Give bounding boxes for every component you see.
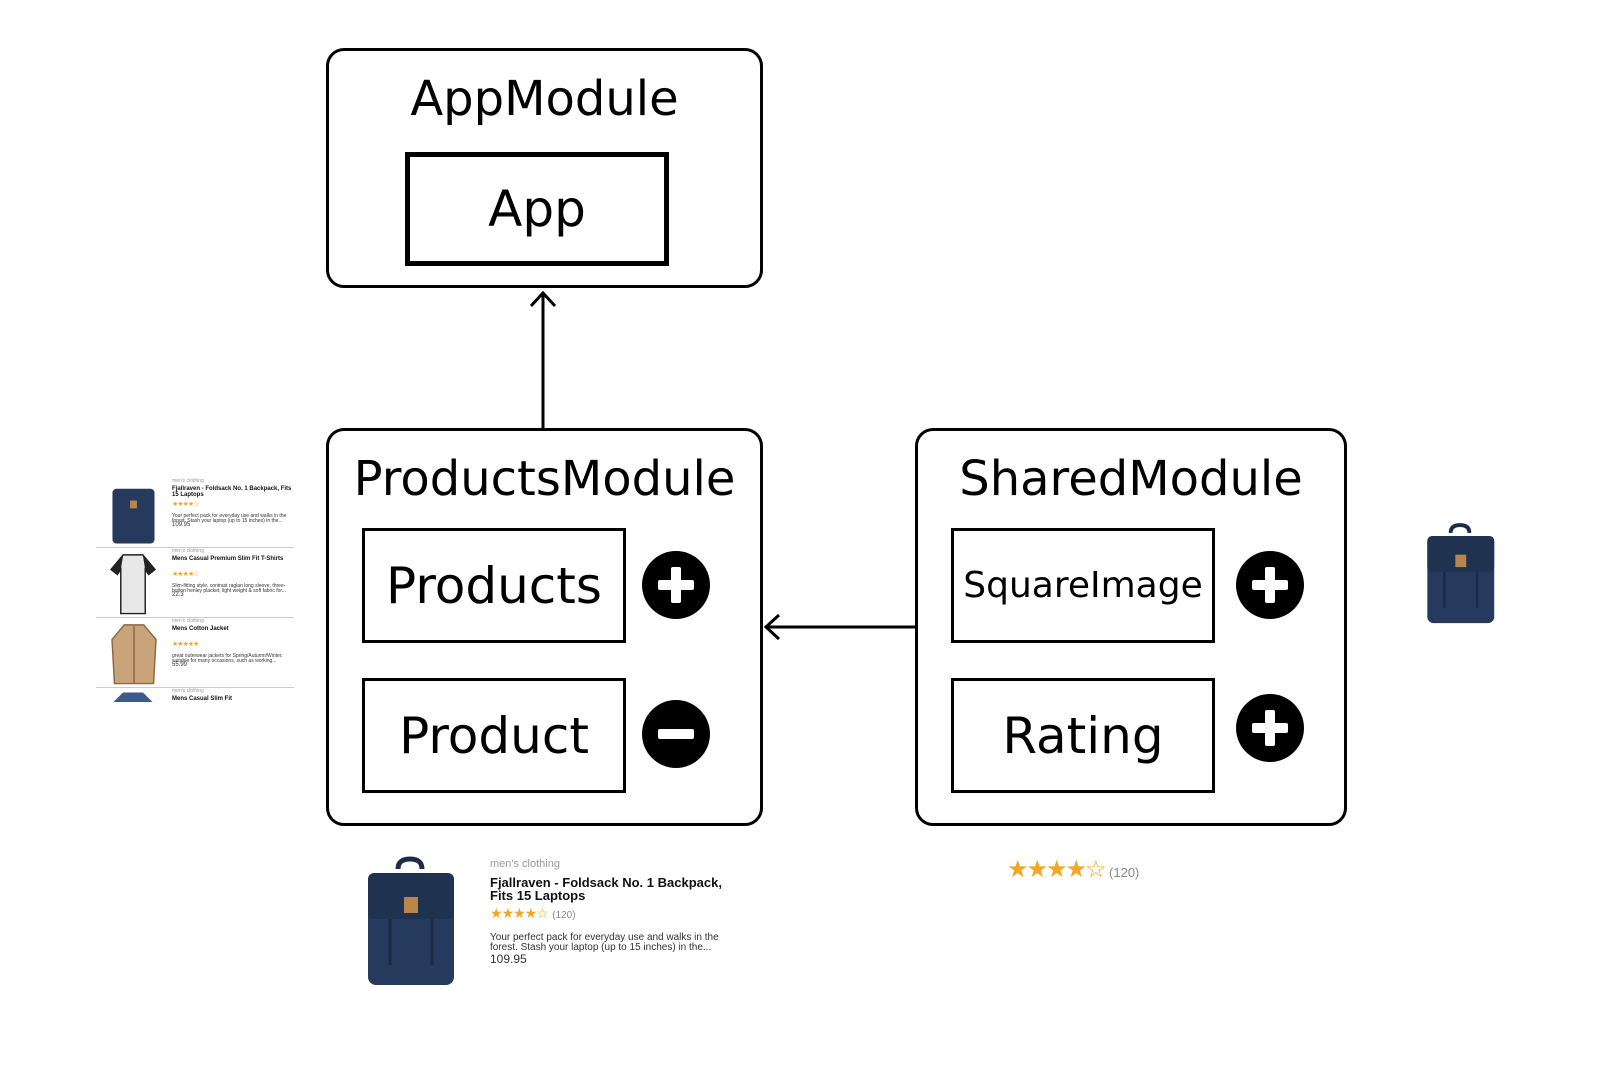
product-category: men's clothing (490, 858, 560, 870)
star-rating-icons: ★★★★☆ (490, 905, 549, 921)
products-module-title: ProductsModule (353, 451, 736, 507)
product-title: Fjallraven - Foldsack No. 1 Backpack, Fi… (490, 875, 722, 903)
list-item: men's clothing Mens Casual Premium Slim … (96, 548, 294, 618)
product-description: Your perfect pack for everyday use and w… (490, 932, 719, 953)
plus-icon (642, 551, 710, 619)
list-item-price: 55.99 (172, 662, 188, 668)
product-component: Product (362, 678, 626, 793)
square-image-component: SquareImage (951, 528, 1215, 643)
list-item-description: great outerwear jackets for Spring/Autum… (172, 653, 283, 664)
product-price: 109.95 (490, 952, 527, 966)
plus-icon (1236, 694, 1304, 762)
backpack-thumbnail (112, 488, 155, 544)
shared-module-title: SharedModule (959, 451, 1303, 507)
products-list-sample: men's clothing Fjallraven - Foldsack No.… (0, 0, 300, 1068)
products-module: ProductsModule Products Product (326, 428, 763, 826)
rating-sample: ★★★★☆ (120) (1007, 855, 1139, 884)
list-item-category: men's clothing (172, 688, 204, 694)
list-item-category: men's clothing (172, 618, 204, 624)
list-item-title: Mens Casual Premium Slim Fit T-Shirts (172, 556, 284, 562)
list-item-category: men's clothing (172, 478, 204, 484)
rating-component: Rating (951, 678, 1215, 793)
product-rating: ★★★★☆ (120) (490, 905, 576, 923)
list-item: men's clothing Mens Casual Slim Fit (96, 688, 294, 702)
tshirt-thumbnail (109, 554, 157, 615)
products-component: Products (362, 528, 626, 643)
list-item-description: Your perfect pack for everyday use and w… (172, 513, 287, 524)
list-item-title: Fjallraven - Foldsack No. 1 Backpack, Fi… (172, 486, 292, 498)
rating-count: (120) (552, 910, 576, 921)
list-item-stars: ★★★★☆ (172, 501, 199, 508)
list-item-title: Mens Cotton Jacket (172, 626, 229, 632)
minus-icon (642, 700, 710, 768)
plus-icon (1236, 551, 1304, 619)
shared-module: SharedModule SquareImage Rating (915, 428, 1347, 826)
list-item: men's clothing Mens Cotton Jacket ★★★★★ … (96, 618, 294, 688)
app-module: AppModule App (326, 48, 763, 288)
backpack-image (368, 856, 454, 985)
arrow-products-to-app (529, 290, 557, 432)
list-item-price: 109.95 (172, 522, 191, 528)
shirt-thumbnail (113, 692, 153, 702)
list-item-stars: ★★★★★ (172, 641, 199, 648)
arrow-shared-to-products (763, 613, 918, 641)
rating-count: (120) (1109, 865, 1140, 880)
list-item: men's clothing Fjallraven - Foldsack No.… (96, 478, 294, 548)
star-rating-icons: ★★★★☆ (1007, 856, 1107, 883)
app-module-title: AppModule (410, 71, 679, 127)
product-card-sample: men's clothing Fjallraven - Foldsack No.… (360, 855, 740, 995)
square-image-backpack-sample (1427, 523, 1495, 624)
list-item-description: Slim-fitting style, contrast raglan long… (172, 583, 286, 594)
jacket-thumbnail (111, 624, 157, 685)
list-item-category: men's clothing (172, 548, 204, 554)
app-component: App (405, 152, 669, 266)
list-item-stars: ★★★★☆ (172, 571, 199, 578)
list-item-price: 22.3 (172, 592, 184, 598)
list-item-title: Mens Casual Slim Fit (172, 696, 233, 702)
